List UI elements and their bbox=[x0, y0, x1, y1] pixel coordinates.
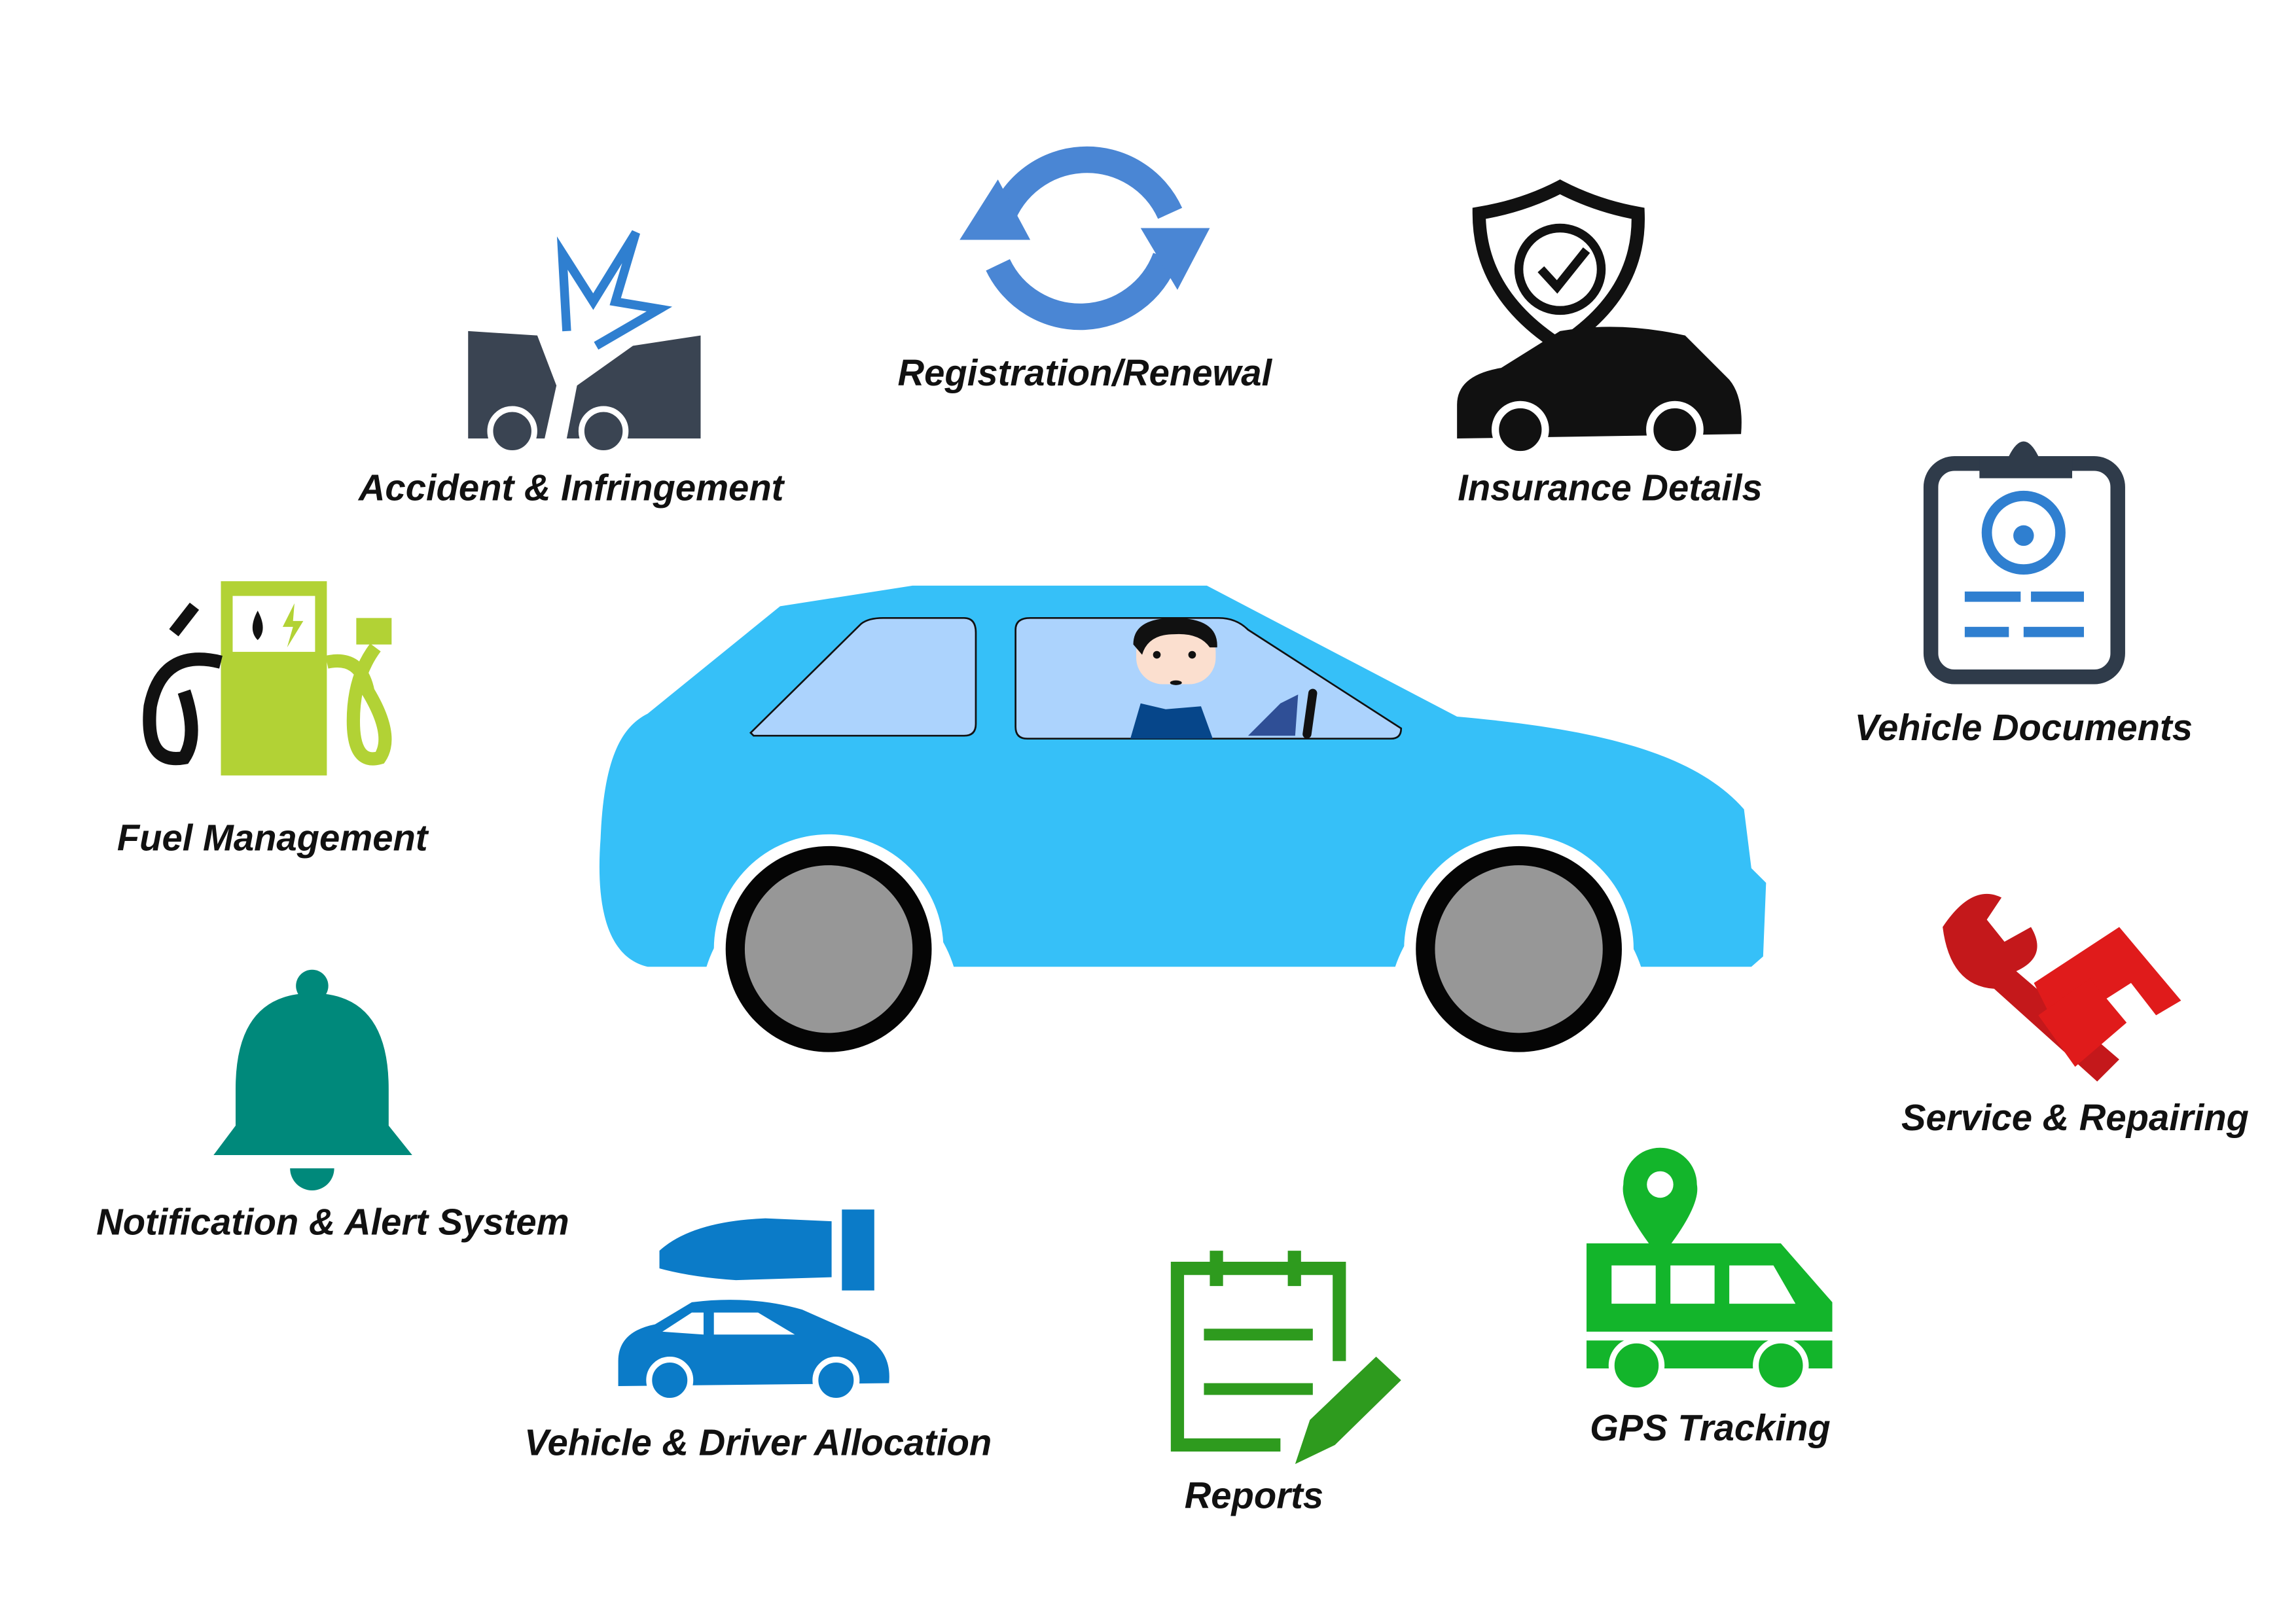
feature-gps: GPS Tracking bbox=[1587, 1147, 1833, 1448]
feature-label: Service & Repairing bbox=[1901, 1097, 2249, 1138]
feature-label: Insurance Details bbox=[1458, 467, 1762, 508]
wrench-icon bbox=[1943, 893, 2181, 1082]
feature-allocation: Vehicle & Driver Allocation bbox=[524, 1209, 992, 1463]
feature-label: Notification & Alert System bbox=[96, 1201, 569, 1242]
car-with-driver-icon bbox=[599, 585, 1767, 1064]
feature-accident: Accident & Infringement bbox=[357, 230, 785, 508]
feature-documents: Vehicle Documents bbox=[1855, 441, 2193, 748]
feature-label: Vehicle & Driver Allocation bbox=[524, 1422, 992, 1463]
shield-car-icon bbox=[1457, 179, 1742, 459]
feature-label: Reports bbox=[1185, 1475, 1323, 1516]
feature-label: Vehicle Documents bbox=[1855, 707, 2193, 748]
feature-notification: Notification & Alert System bbox=[96, 969, 569, 1242]
feature-insurance: Insurance Details bbox=[1457, 179, 1763, 508]
sync-arrows-icon bbox=[986, 146, 1183, 330]
feature-label: Registration/Renewal bbox=[898, 352, 1273, 393]
bus-location-icon bbox=[1587, 1147, 1833, 1394]
feature-label: Accident & Infringement bbox=[357, 467, 785, 508]
feature-label: Fuel Management bbox=[117, 817, 429, 859]
clipboard-steering-icon bbox=[1923, 441, 2125, 685]
notepad-pencil-icon bbox=[1170, 1251, 1401, 1465]
feature-registration: Registration/Renewal bbox=[898, 146, 1273, 393]
feature-fuel: Fuel Management bbox=[117, 581, 429, 859]
feature-label: GPS Tracking bbox=[1590, 1407, 1831, 1448]
feature-reports: Reports bbox=[1170, 1251, 1401, 1516]
hand-car-icon bbox=[618, 1209, 889, 1404]
bell-icon bbox=[213, 969, 412, 1190]
car-crash-icon bbox=[468, 230, 701, 457]
feature-service: Service & Repairing bbox=[1901, 893, 2249, 1138]
fuel-pump-icon bbox=[143, 581, 392, 776]
